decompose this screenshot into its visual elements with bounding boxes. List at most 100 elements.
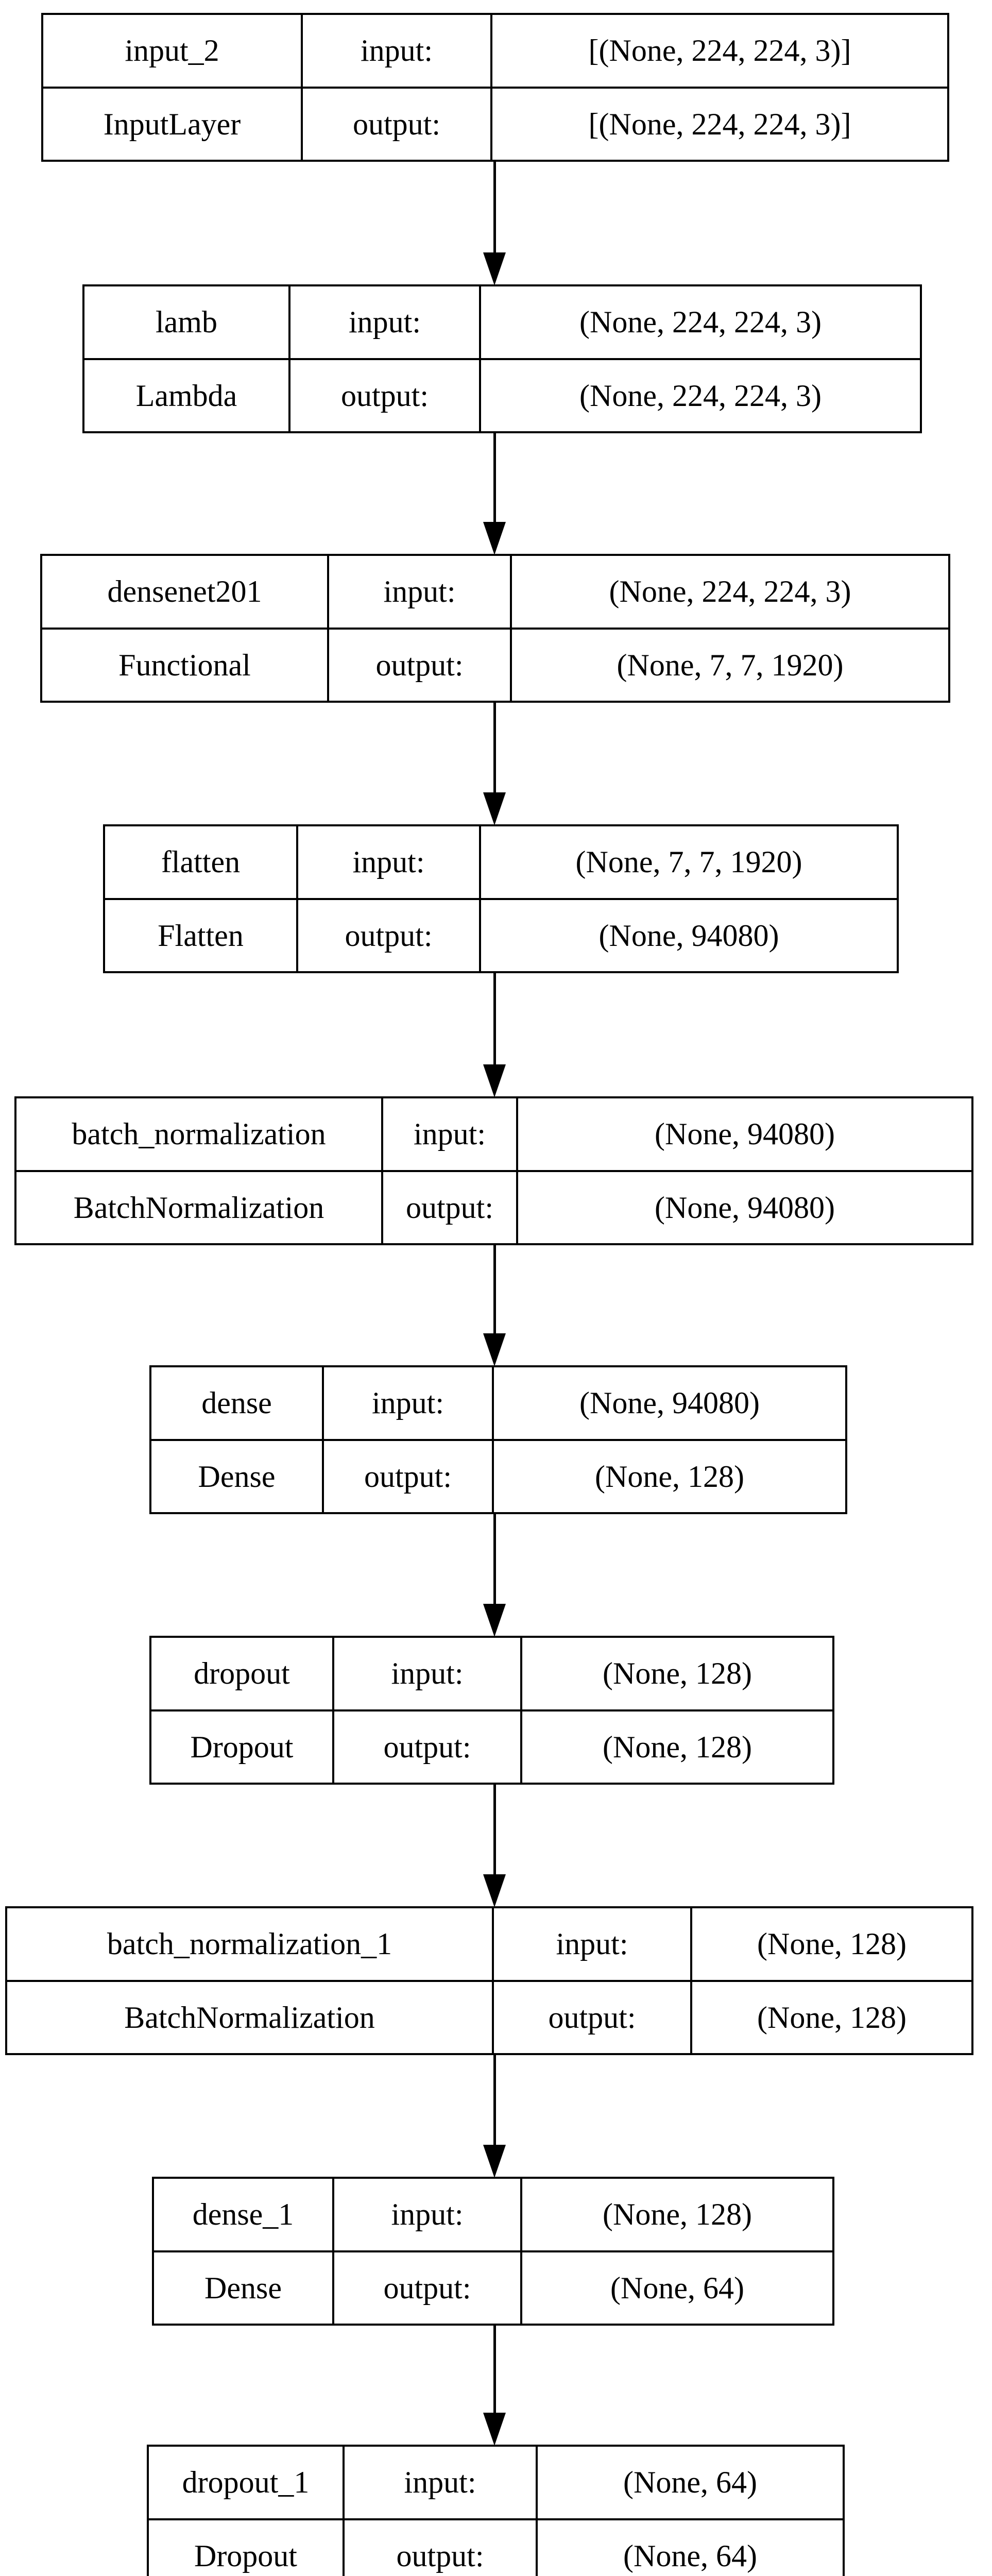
edge-flatten-to-batch_normalization (493, 973, 496, 1067)
input-shape: [(None, 224, 224, 3)] (588, 33, 851, 68)
arrowhead-dense_1-to-dropout_1 (483, 2413, 506, 2446)
layer-class: Functional (42, 629, 329, 701)
arrowhead-flatten-to-batch_normalization (483, 1064, 506, 1097)
output-shape: (None, 7, 7, 1920) (617, 648, 844, 682)
input-label: input: (329, 556, 512, 628)
layer-class: Dense (151, 1440, 324, 1512)
input-shape: (None, 128) (757, 1927, 907, 1961)
output-shape: (None, 94080) (598, 918, 779, 953)
input-shape: (None, 224, 224, 3) (579, 305, 822, 340)
layer-name: dropout_1 (149, 2447, 345, 2518)
arrowhead-batch_normalization_1-to-dense_1 (483, 2145, 506, 2178)
input-shape: (None, 94080) (655, 1117, 835, 1151)
output-shape: (None, 128) (603, 1730, 752, 1764)
input-label: input: (290, 286, 481, 358)
input-shape: (None, 94080) (579, 1386, 760, 1420)
edge-dropout-to-batch_normalization_1 (493, 1785, 496, 1877)
input-label: input: (383, 1098, 518, 1170)
edge-dense-to-dropout (493, 1514, 496, 1607)
edge-input_2-to-lamb (493, 162, 496, 256)
output-label: output: (334, 2252, 522, 2324)
edge-batch_normalization-to-dense (493, 1245, 496, 1336)
input-label: input: (494, 1908, 692, 1980)
input-label: input: (324, 1367, 494, 1439)
layer-name: batch_normalization_1 (7, 1908, 494, 1980)
output-label: output: (345, 2520, 538, 2576)
output-shape: (None, 94080) (655, 1190, 835, 1225)
layer-name: flatten (105, 826, 298, 898)
arrowhead-lamb-to-densenet201 (483, 522, 506, 555)
input-label: input: (334, 1638, 522, 1709)
layer-class: Flatten (105, 900, 298, 971)
input-shape: (None, 7, 7, 1920) (575, 845, 802, 879)
edge-dense_1-to-dropout_1 (493, 2326, 496, 2416)
input-shape: (None, 128) (603, 2197, 752, 2232)
output-shape: (None, 128) (757, 2000, 907, 2035)
input-label: input: (334, 2179, 522, 2250)
output-label: output: (494, 1981, 692, 2053)
arrowhead-input_2-to-lamb (483, 252, 506, 285)
output-label: output: (324, 1440, 494, 1512)
output-shape: (None, 224, 224, 3) (579, 378, 822, 413)
input-label: input: (345, 2447, 538, 2518)
layer-name: dense_1 (154, 2179, 334, 2250)
input-shape: (None, 64) (623, 2465, 757, 2500)
output-shape: (None, 64) (623, 2538, 757, 2573)
layer-class: Dropout (151, 1711, 334, 1783)
layer-class: BatchNormalization (16, 1172, 383, 1243)
input-shape: (None, 128) (603, 1656, 752, 1691)
edge-lamb-to-densenet201 (493, 433, 496, 525)
layer-name: input_2 (43, 15, 303, 87)
layer-name: batch_normalization (16, 1098, 383, 1170)
output-label: output: (303, 88, 492, 160)
layer-name: dense (151, 1367, 324, 1439)
arrowhead-densenet201-to-flatten (483, 792, 506, 825)
edge-densenet201-to-flatten (493, 703, 496, 795)
layer-class: Lambda (84, 360, 290, 431)
layer-class: Dropout (149, 2520, 345, 2576)
arrowhead-dense-to-dropout (483, 1604, 506, 1637)
edge-batch_normalization_1-to-dense_1 (493, 2055, 496, 2148)
arrowhead-batch_normalization-to-dense (483, 1333, 506, 1366)
arrowhead-dropout-to-batch_normalization_1 (483, 1874, 506, 1907)
layer-name: densenet201 (42, 556, 329, 628)
output-shape: (None, 128) (595, 1459, 744, 1494)
output-label: output: (329, 629, 512, 701)
input-shape: (None, 224, 224, 3) (609, 574, 851, 609)
output-label: output: (383, 1172, 518, 1243)
output-label: output: (298, 900, 481, 971)
layer-name: lamb (84, 286, 290, 358)
input-label: input: (303, 15, 492, 87)
layer-class: BatchNormalization (7, 1981, 494, 2053)
output-shape: (None, 64) (610, 2270, 744, 2305)
